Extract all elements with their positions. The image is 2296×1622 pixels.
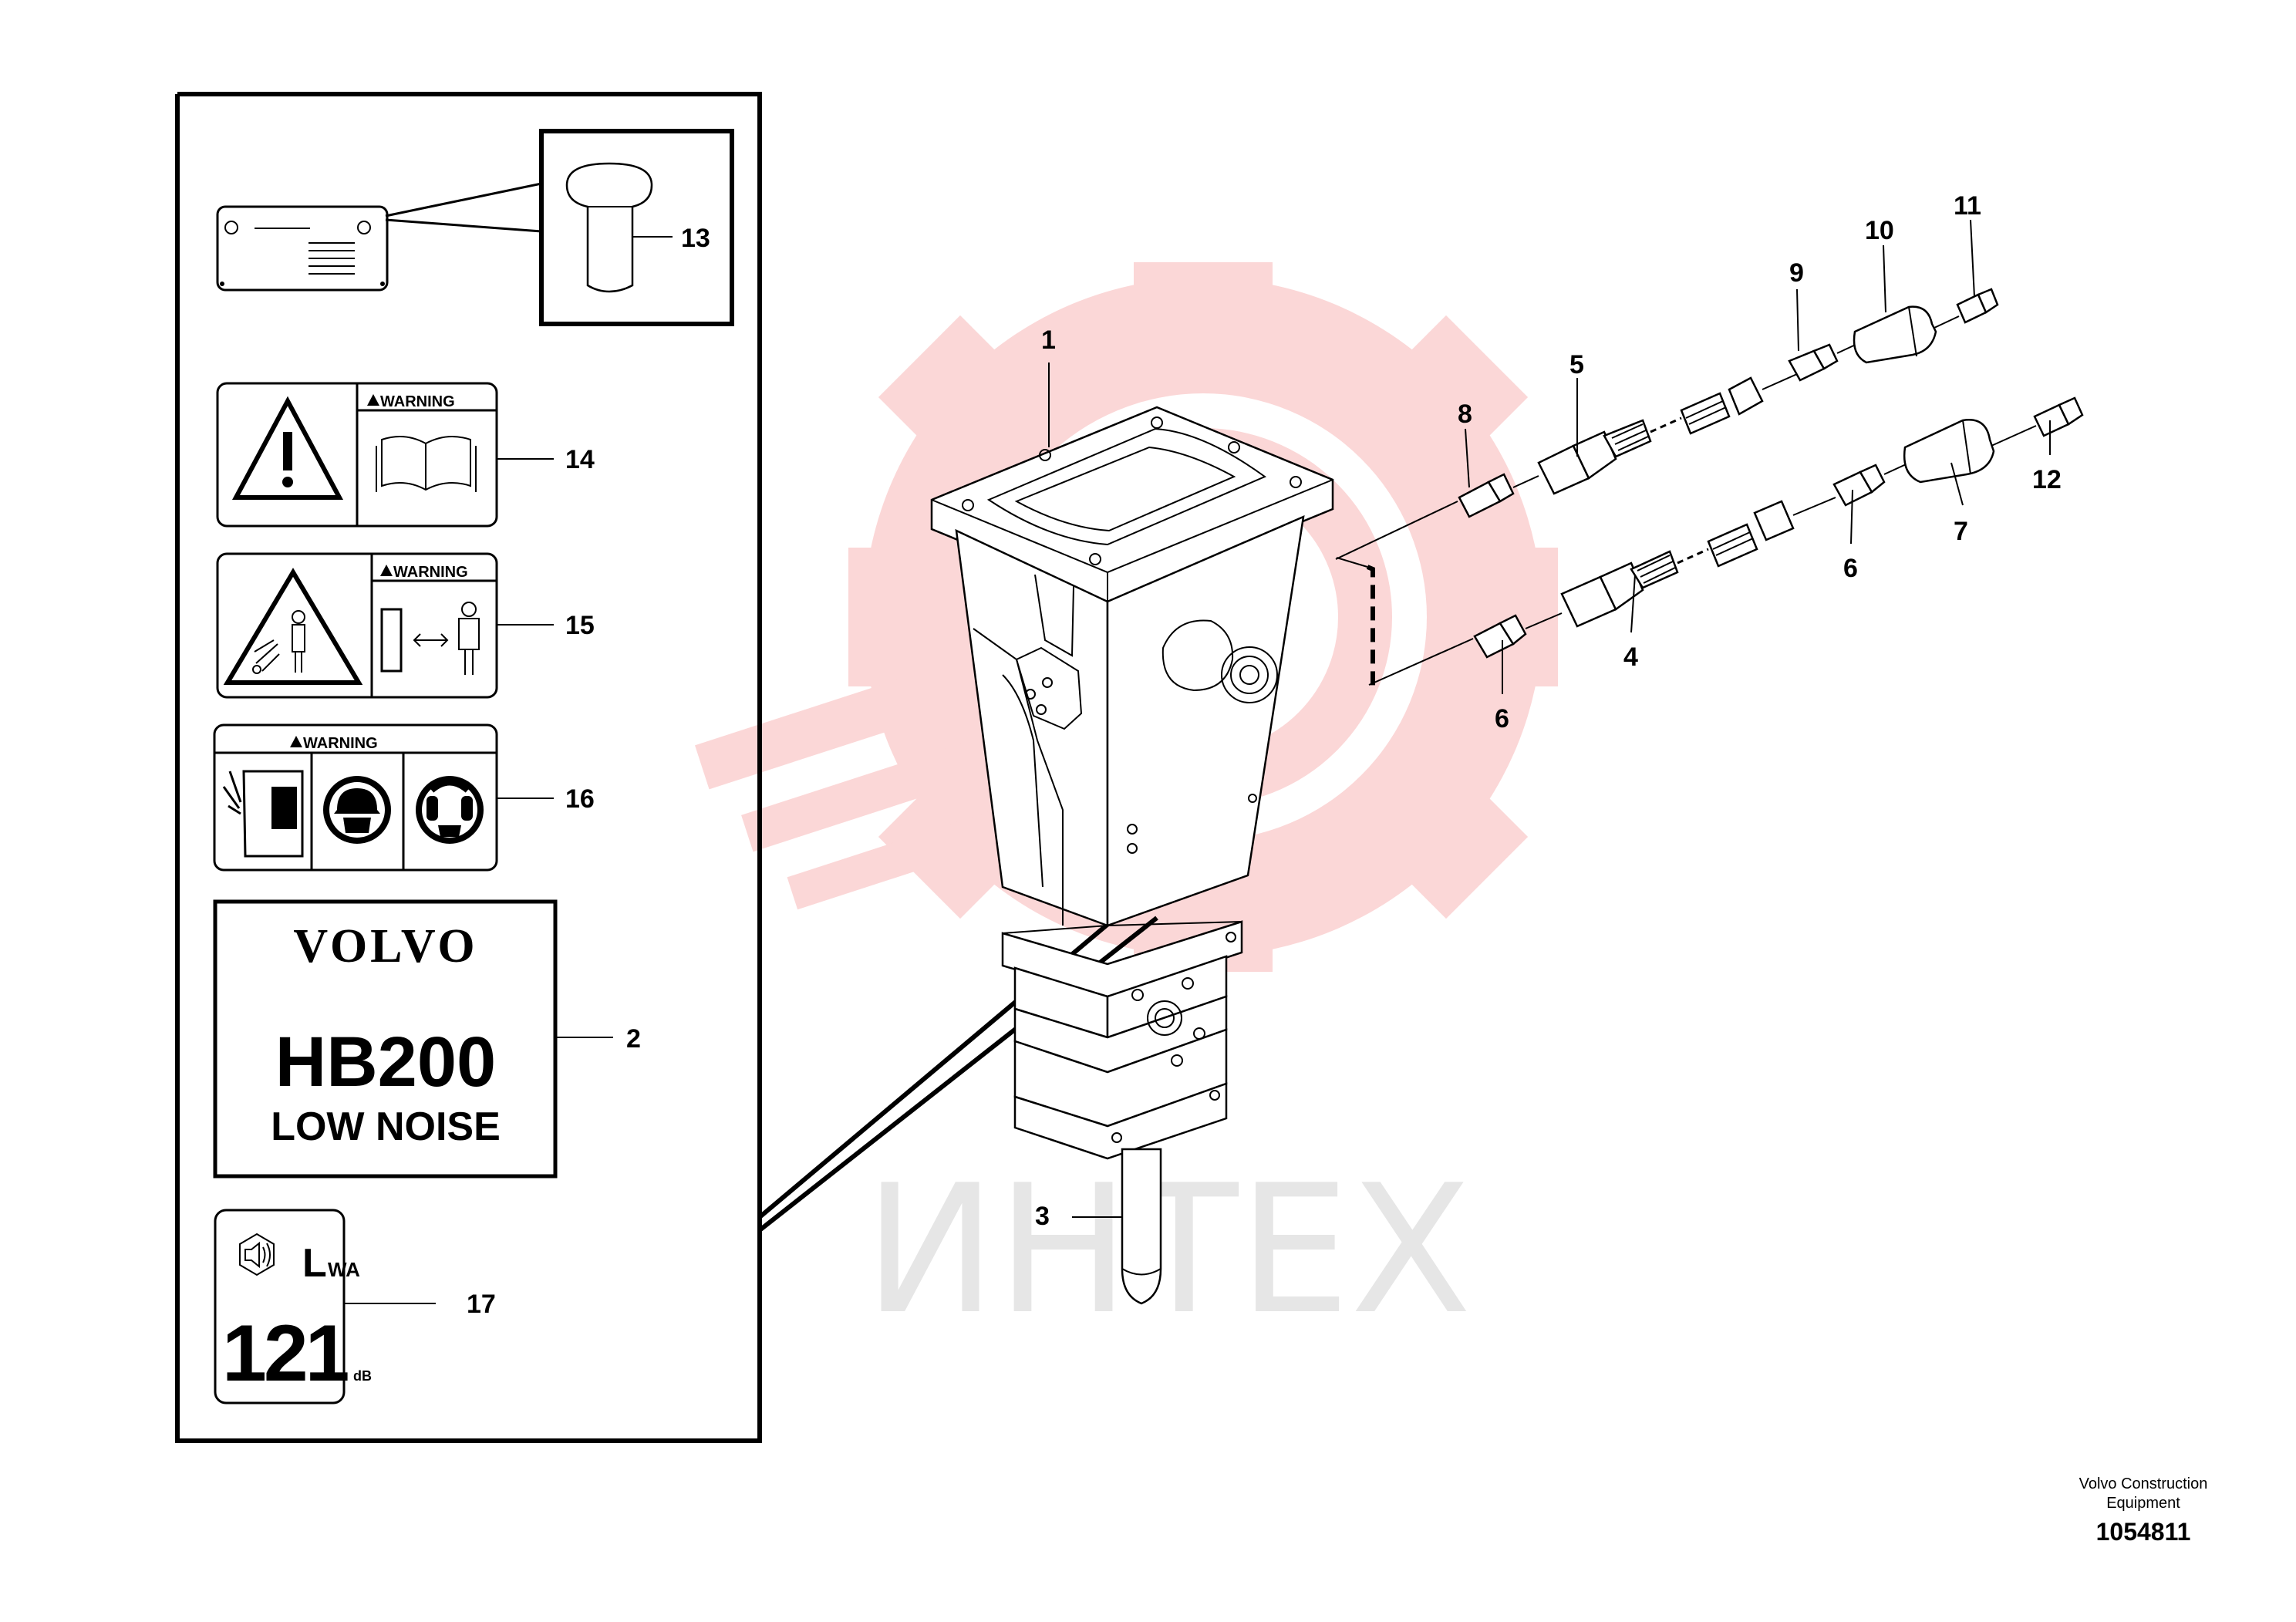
callout-6-upper: 6 xyxy=(1843,554,1858,583)
adapter-8 xyxy=(1458,473,1539,518)
callout-9: 9 xyxy=(1789,258,1804,288)
lower-hose-line xyxy=(1473,396,2084,659)
callout-12: 12 xyxy=(2032,465,2062,494)
callout-3: 3 xyxy=(1035,1202,1050,1231)
cab-protection-icon xyxy=(222,770,304,858)
noise-value: 121 xyxy=(222,1309,348,1398)
warning-text-16: WARNING xyxy=(303,735,378,752)
callout-numbers: 1 2 3 4 5 6 6 7 8 9 10 11 12 13 14 15 16… xyxy=(467,191,2062,1319)
keep-distance-icon xyxy=(380,602,480,675)
chisel-tool-3 xyxy=(1072,1148,1162,1305)
hose-connection-lines xyxy=(1335,501,1474,686)
head-protection-icon xyxy=(323,776,391,844)
cap-11 xyxy=(1956,288,1999,324)
adapter-6-lower xyxy=(1473,612,1563,659)
crush-hazard-triangle-icon xyxy=(223,568,363,685)
speaker-hexagon-icon xyxy=(239,1233,275,1276)
warning-decal-15: WARNING xyxy=(216,552,554,699)
callout-6-lower: 6 xyxy=(1495,704,1509,733)
noise-decal-17: L WA 121 dB xyxy=(214,1209,436,1404)
lwa-letter: L xyxy=(302,1241,327,1286)
upper-hose-line xyxy=(1458,288,1999,518)
drawing-number: 1054811 xyxy=(2096,1518,2191,1546)
manual-book-icon xyxy=(376,436,477,492)
fitting-9 xyxy=(1788,342,1859,382)
model-name: HB200 xyxy=(275,1023,496,1101)
callout-7: 7 xyxy=(1954,517,1968,546)
lwa-subscript: WA xyxy=(328,1258,360,1281)
brand-name: VOLVO xyxy=(293,920,477,973)
callout-16: 16 xyxy=(565,784,595,814)
callout-10: 10 xyxy=(1865,216,1894,245)
callout-15: 15 xyxy=(565,611,595,640)
cap-12 xyxy=(2033,396,2084,437)
noise-unit: dB xyxy=(353,1368,372,1384)
hose-4 xyxy=(1560,497,1836,628)
footer-block: Volvo Construction Equipment 1054811 xyxy=(2079,1475,2208,1546)
warning-decal-14: WARNING xyxy=(216,382,554,528)
company-line-2: Equipment xyxy=(2106,1495,2180,1512)
warning-decal-16: WARNING xyxy=(213,723,554,872)
fitting-6-upper xyxy=(1832,460,1913,507)
callout-14: 14 xyxy=(565,445,595,474)
company-line-1: Volvo Construction xyxy=(2079,1475,2208,1492)
callout-1: 1 xyxy=(1041,325,1056,355)
hose-5 xyxy=(1537,373,1798,495)
watermark-text: ИНТЕХ xyxy=(864,1148,1472,1354)
nameplate-text-lines-icon xyxy=(308,242,355,275)
label-panel xyxy=(175,92,1158,1443)
callout-8: 8 xyxy=(1458,400,1472,429)
nameplate-13 xyxy=(216,182,542,292)
callout-17: 17 xyxy=(467,1290,496,1319)
model-decal-2: VOLVO HB200 LOW NOISE xyxy=(213,899,613,1179)
callout-4: 4 xyxy=(1623,642,1638,672)
model-subtitle: LOW NOISE xyxy=(271,1104,501,1149)
callout-leaders xyxy=(1048,219,2051,694)
callout-13: 13 xyxy=(681,224,710,253)
callout-2: 2 xyxy=(626,1024,641,1054)
warning-triangle-icon xyxy=(231,396,344,500)
callout-11: 11 xyxy=(1954,191,1981,221)
coupling-7 xyxy=(1903,419,2037,484)
ear-protection-icon xyxy=(416,776,484,844)
warning-text-15: WARNING xyxy=(393,564,468,581)
rivet-box-13 xyxy=(539,129,734,326)
callout-5: 5 xyxy=(1569,350,1584,379)
coupling-10 xyxy=(1853,305,1960,364)
warning-text-14: WARNING xyxy=(380,393,455,410)
breaker-assembly-1 xyxy=(930,406,1334,1160)
